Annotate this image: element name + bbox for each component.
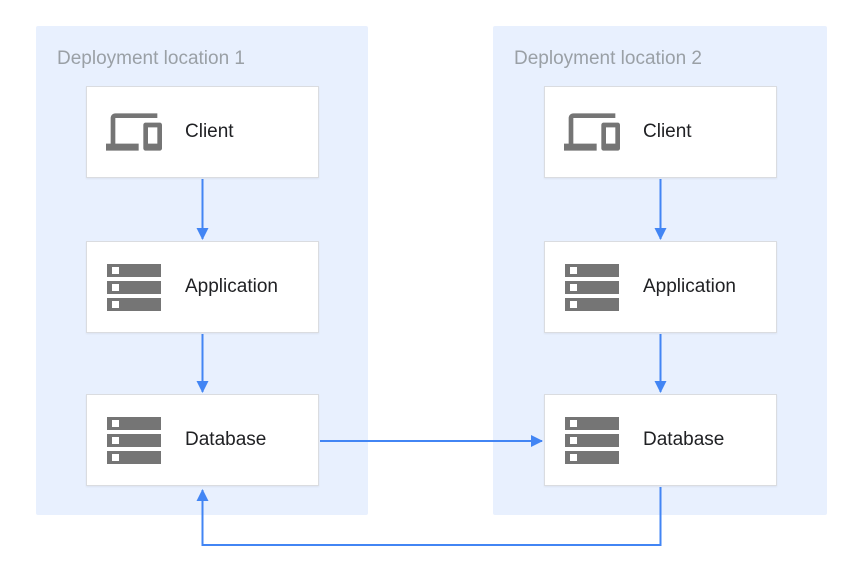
devices-icon	[563, 107, 621, 157]
node-database-1: Database	[86, 394, 319, 486]
node-label: Application	[643, 276, 736, 297]
node-application-2: Application	[544, 241, 777, 333]
devices-icon	[105, 107, 163, 157]
node-client-2: Client	[544, 86, 777, 178]
panel-title: Deployment location 1	[57, 48, 245, 69]
node-label: Application	[185, 276, 278, 297]
node-label: Database	[643, 429, 725, 450]
node-database-2: Database	[544, 394, 777, 486]
node-client-1: Client	[86, 86, 319, 178]
node-label: Database	[185, 429, 267, 450]
node-application-1: Application	[86, 241, 319, 333]
node-label: Client	[643, 121, 692, 142]
server-stack-icon	[105, 415, 163, 465]
server-stack-icon	[563, 415, 621, 465]
server-stack-icon	[105, 262, 163, 312]
node-label: Client	[185, 121, 234, 142]
panel-title: Deployment location 2	[514, 48, 702, 69]
server-stack-icon	[563, 262, 621, 312]
